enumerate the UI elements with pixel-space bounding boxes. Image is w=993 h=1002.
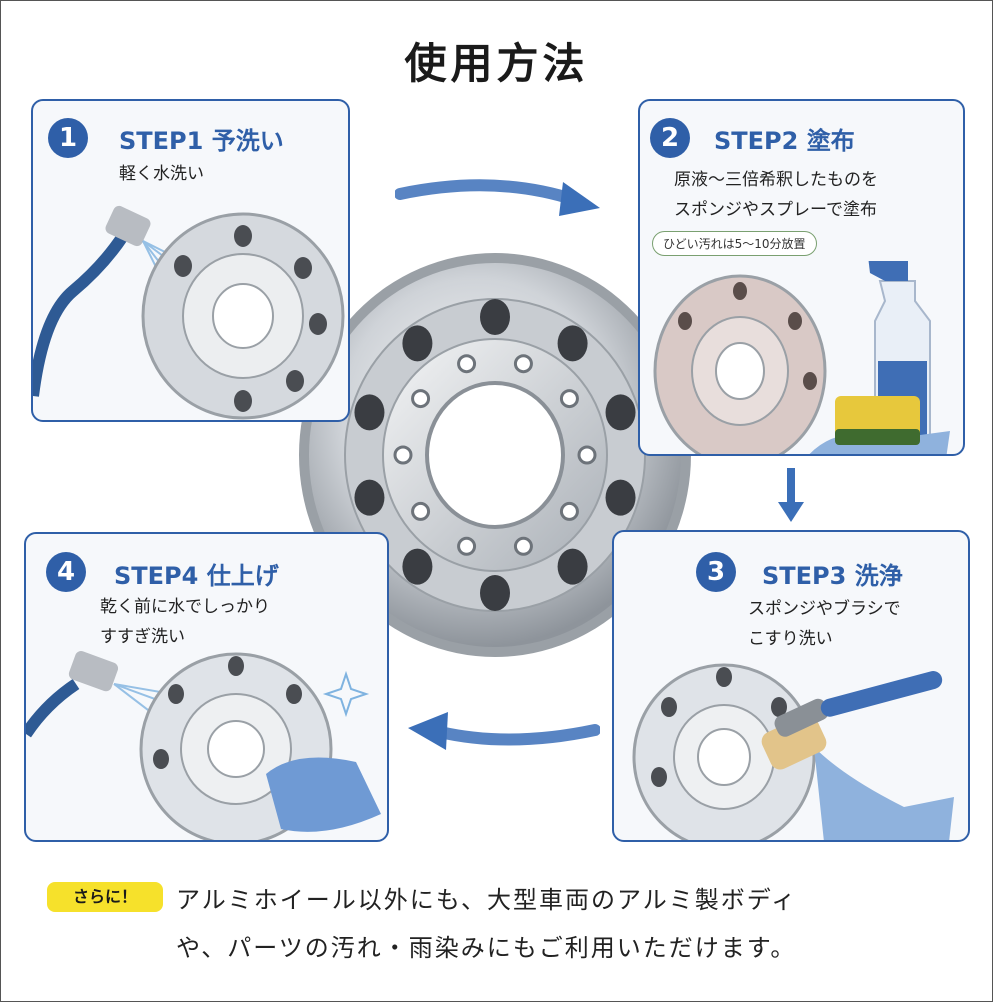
hose-wheel-illustration <box>33 205 345 420</box>
wheel-vent-hole <box>402 325 433 362</box>
step2-note-badge: ひどい汚れは5〜10分放置 <box>652 231 817 256</box>
footer-badge: さらに！ <box>47 882 163 912</box>
wheel-bolt-hole <box>577 445 597 465</box>
wheel-vent-hole <box>480 299 510 335</box>
wheel-bolt-hole <box>411 501 431 521</box>
wheel-vent-hole <box>354 394 385 431</box>
step1-description: 軽く水洗い <box>119 164 204 184</box>
arrow-step2-to-step3 <box>778 468 804 522</box>
step3-description-line1: スポンジやブラシで <box>748 599 901 619</box>
wheel-bolt-hole <box>513 536 533 556</box>
step3-panel: 3 STEP3 洗浄 スポンジやブラシで こすり洗い <box>612 530 970 842</box>
step4-panel: 4 STEP4 仕上げ 乾く前に水でしっかり すすぎ洗い <box>24 532 389 842</box>
page-title: 使用方法 <box>404 39 589 88</box>
step4-description-line2: すすぎ洗い <box>100 627 185 647</box>
footer-text-line1: アルミホイール以外にも、大型車両のアルミ製ボディ <box>176 886 798 914</box>
wheel-bolt-hole <box>513 354 533 374</box>
wheel-vent-hole <box>605 394 636 431</box>
wheel-bolt-hole <box>559 389 579 409</box>
step3-description-line2: こすり洗い <box>748 629 833 649</box>
step1-number-badge: 1 <box>48 118 88 158</box>
wheel-bolt-hole <box>411 389 431 409</box>
step2-panel: 2 STEP2 塗布 原液〜三倍希釈したものを スポンジやスプレーで塗布 ひどい… <box>638 99 965 456</box>
wheel-vent-hole <box>557 548 588 585</box>
step3-number-badge: 3 <box>696 552 736 592</box>
step2-title: STEP2 塗布 <box>714 127 855 155</box>
wheel-vent-hole <box>354 479 385 516</box>
wheel-bolt-hole <box>457 354 477 374</box>
arrow-step1-to-step2 <box>395 179 600 216</box>
wheel-bolt-hole <box>393 445 413 465</box>
wheel-vent-hole <box>605 479 636 516</box>
arrow-step3-to-step4 <box>408 712 600 750</box>
step4-number-badge: 4 <box>46 552 86 592</box>
wheel-vent-hole <box>402 548 433 585</box>
brush-wheel-illustration <box>632 663 954 840</box>
center-wheel-illustration <box>299 253 691 657</box>
footer-text-line2: や、パーツの汚れ・雨染みにもご利用いただけます。 <box>176 934 797 962</box>
wheel-bolt-hole <box>559 501 579 521</box>
spray-sponge-wheel-illustration <box>653 261 950 454</box>
step3-title: STEP3 洗浄 <box>762 562 903 590</box>
step2-description-line1: 原液〜三倍希釈したものを <box>674 170 878 190</box>
step2-number-badge: 2 <box>650 118 690 158</box>
step4-description-line1: 乾く前に水でしっかり <box>100 597 270 617</box>
wheel-vent-hole <box>480 575 510 611</box>
step1-panel: 1 STEP1 予洗い 軽く水洗い <box>31 99 350 422</box>
rinse-wheel-illustration <box>26 651 381 840</box>
wheel-vent-hole <box>557 325 588 362</box>
step2-description-line2: スポンジやスプレーで塗布 <box>674 200 877 220</box>
wheel-bolt-hole <box>457 536 477 556</box>
step1-title: STEP1 予洗い <box>119 127 284 155</box>
step4-title: STEP4 仕上げ <box>114 562 279 590</box>
